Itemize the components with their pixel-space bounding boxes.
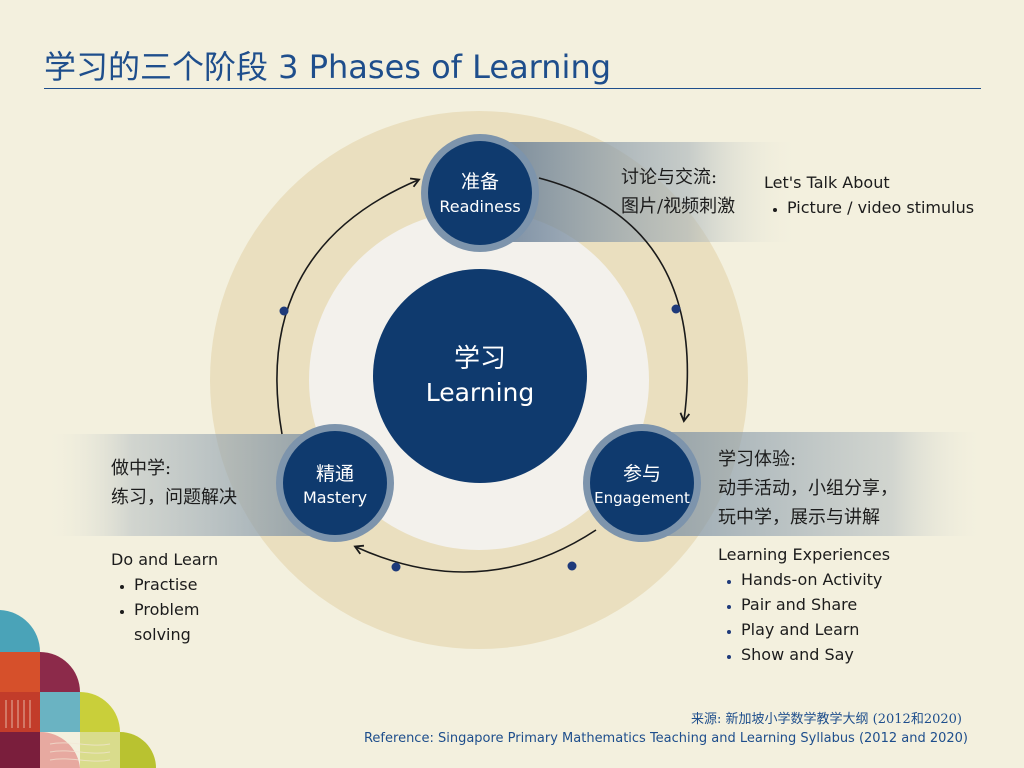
mastery-label-cn: 精通 — [315, 463, 354, 485]
mastery-panel-text: 做中学: 练习，问题解决 — [111, 454, 237, 512]
engagement-panel-text: 学习体验: 动手活动，小组分享， 玩中学，展示与讲解 — [718, 445, 898, 532]
mastery-label-en: Mastery — [302, 488, 368, 507]
readiness-circle — [428, 141, 532, 245]
learning-label-en: Learning — [425, 378, 535, 407]
engagement-en-item: Show and Say — [741, 642, 890, 667]
arrow-mastery-to-readiness — [276, 177, 421, 435]
source-en: Reference: Singapore Primary Mathematics… — [363, 731, 968, 746]
mastery-en-item: Problem solving — [134, 597, 231, 647]
readiness-en-title: Let's Talk About — [764, 173, 890, 192]
arrow-engagement-to-mastery — [353, 529, 597, 573]
readiness-label-en: Readiness — [439, 197, 521, 216]
readiness-panel-line: 讨论与交流: — [621, 167, 718, 188]
title-divider — [44, 88, 981, 89]
mastery-en-title: Do and Learn — [111, 550, 219, 569]
mastery-en-block: Do and Learn Practise Problem solving — [111, 547, 231, 647]
mastery-panel-line: 练习，问题解决 — [111, 487, 237, 508]
engagement-label-en: Engagement — [594, 489, 690, 507]
mastery-circle — [283, 431, 387, 535]
mastery-panel-line: 做中学: — [111, 458, 172, 479]
learning-center-circle — [373, 269, 587, 483]
learning-label-cn: 学习 — [453, 344, 506, 374]
cycle-dot — [671, 304, 681, 314]
source-cn: 来源: 新加坡小学数学教学大纲 (2012和2020) — [691, 712, 962, 727]
engagement-panel-line: 学习体验: — [718, 449, 797, 470]
engagement-en-block: Learning Experiences Hands-on Activity P… — [718, 542, 890, 667]
engagement-panel-line: 动手活动，小组分享， — [718, 478, 898, 499]
readiness-label-cn: 准备 — [460, 171, 499, 193]
mastery-en-item: Practise — [134, 572, 231, 597]
engagement-en-item: Hands-on Activity — [741, 567, 890, 592]
arrow-readiness-to-engagement — [538, 177, 691, 423]
readiness-panel-text: 讨论与交流: 图片/视频刺激 — [621, 163, 735, 221]
engagement-en-item: Pair and Share — [741, 592, 890, 617]
readiness-panel-line: 图片/视频刺激 — [621, 196, 736, 217]
engagement-en-item: Play and Learn — [741, 617, 890, 642]
page-title: 学习的三个阶段 3 Phases of Learning — [44, 48, 612, 86]
engagement-circle — [590, 431, 694, 535]
cycle-dot — [567, 561, 577, 571]
engagement-panel-line: 玩中学，展示与讲解 — [718, 507, 880, 528]
engagement-en-title: Learning Experiences — [718, 545, 891, 564]
cycle-dot — [279, 306, 289, 316]
engagement-label-cn: 参与 — [622, 463, 661, 485]
corner-decoration — [0, 610, 156, 768]
cycle-dot — [391, 562, 401, 572]
readiness-en-item: Picture / video stimulus — [787, 195, 974, 220]
readiness-en-block: Let's Talk About Picture / video stimulu… — [764, 170, 974, 220]
